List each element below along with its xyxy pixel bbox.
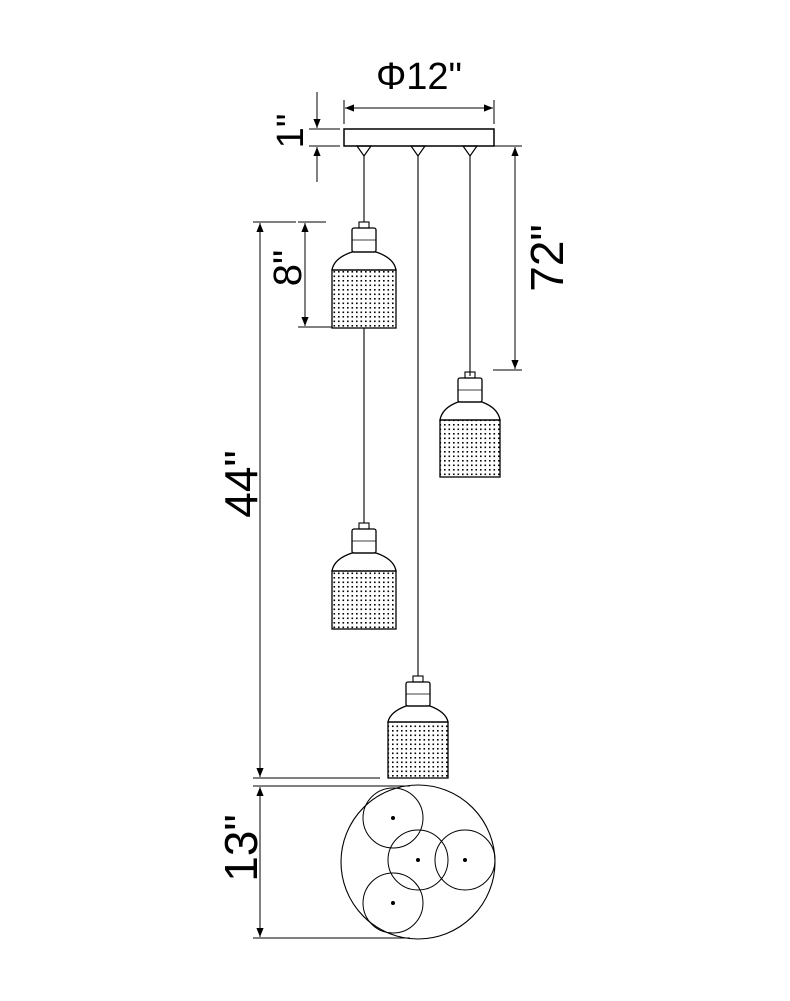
canopy-height-label: 1" [270,114,312,149]
canopy-plan-label: 13" [215,814,267,882]
dimension-canopy-height: 1" [270,92,340,182]
dimension-top-drop: 44" [215,221,380,779]
diameter-label: Φ12" [376,56,462,98]
pendant-shade-2 [439,371,501,478]
canopy [343,128,495,158]
shade-height-label: 8" [266,250,310,286]
dimension-diameter: Φ12" [343,56,495,124]
pendant-shade-4 [387,675,449,779]
dimension-shade-height: 8" [266,221,332,328]
top-drop-label: 44" [215,450,267,518]
canopy-ports [355,145,479,158]
canopy-plan-view [340,784,496,940]
max-drop-label: 72" [521,224,573,292]
pendant-shade-1 [331,221,397,329]
pendant-cords [363,156,471,676]
pendant-shade-3 [331,522,397,630]
dimension-canopy-plan: 13" [215,785,410,939]
dimension-max-drop: 72" [486,145,573,371]
